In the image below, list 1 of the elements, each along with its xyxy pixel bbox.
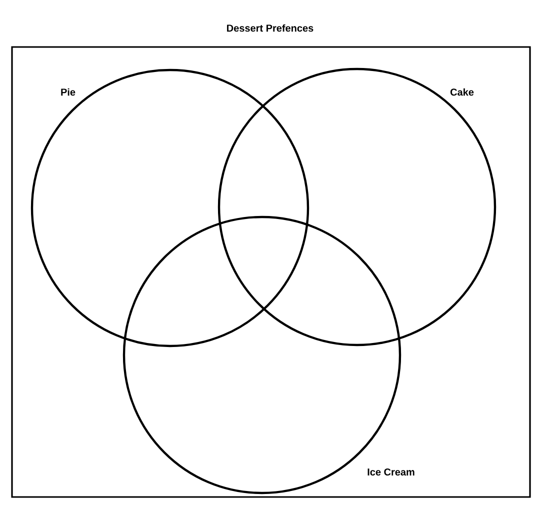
title: Dessert Prefences: [227, 24, 314, 32]
